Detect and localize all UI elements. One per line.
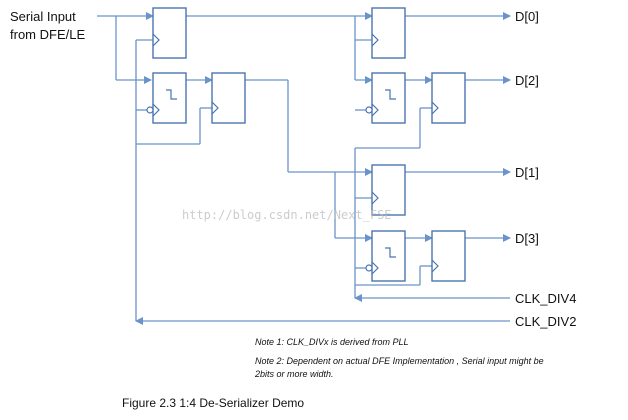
flip-flop-5 — [365, 72, 406, 124]
flip-flop-3 — [431, 72, 466, 124]
flip-flop-2 — [211, 72, 246, 124]
note-2-continued: 2bits or more width. — [254, 369, 334, 379]
figure-caption: Figure 2.3 1:4 De-Serializer Demo — [122, 396, 304, 410]
flip-flop-8 — [431, 230, 466, 282]
flip-flop-1 — [146, 72, 187, 124]
watermark: http://blog.csdn.net/Next_FSE — [182, 208, 392, 222]
flip-flop-0 — [152, 7, 187, 59]
wires — [97, 12, 511, 325]
clk-div4-label: CLK_DIV4 — [515, 291, 576, 306]
input-label-line1: Serial Input — [10, 9, 76, 24]
note-1: Note 1: CLK_DIVx is derived from PLL — [255, 337, 409, 347]
flip-flop-4 — [371, 7, 406, 59]
flip-flop-6 — [371, 164, 406, 216]
output-d3-label: D[3] — [515, 231, 539, 246]
output-d0-label: D[0] — [515, 9, 539, 24]
clk-div2-label: CLK_DIV2 — [515, 314, 576, 329]
note-2: Note 2: Dependent on actual DFE Implemen… — [255, 356, 544, 366]
output-d1-label: D[1] — [515, 165, 539, 180]
output-d2-label: D[2] — [515, 73, 539, 88]
input-label-line2: from DFE/LE — [10, 27, 85, 42]
flip-flop-7 — [365, 230, 406, 282]
